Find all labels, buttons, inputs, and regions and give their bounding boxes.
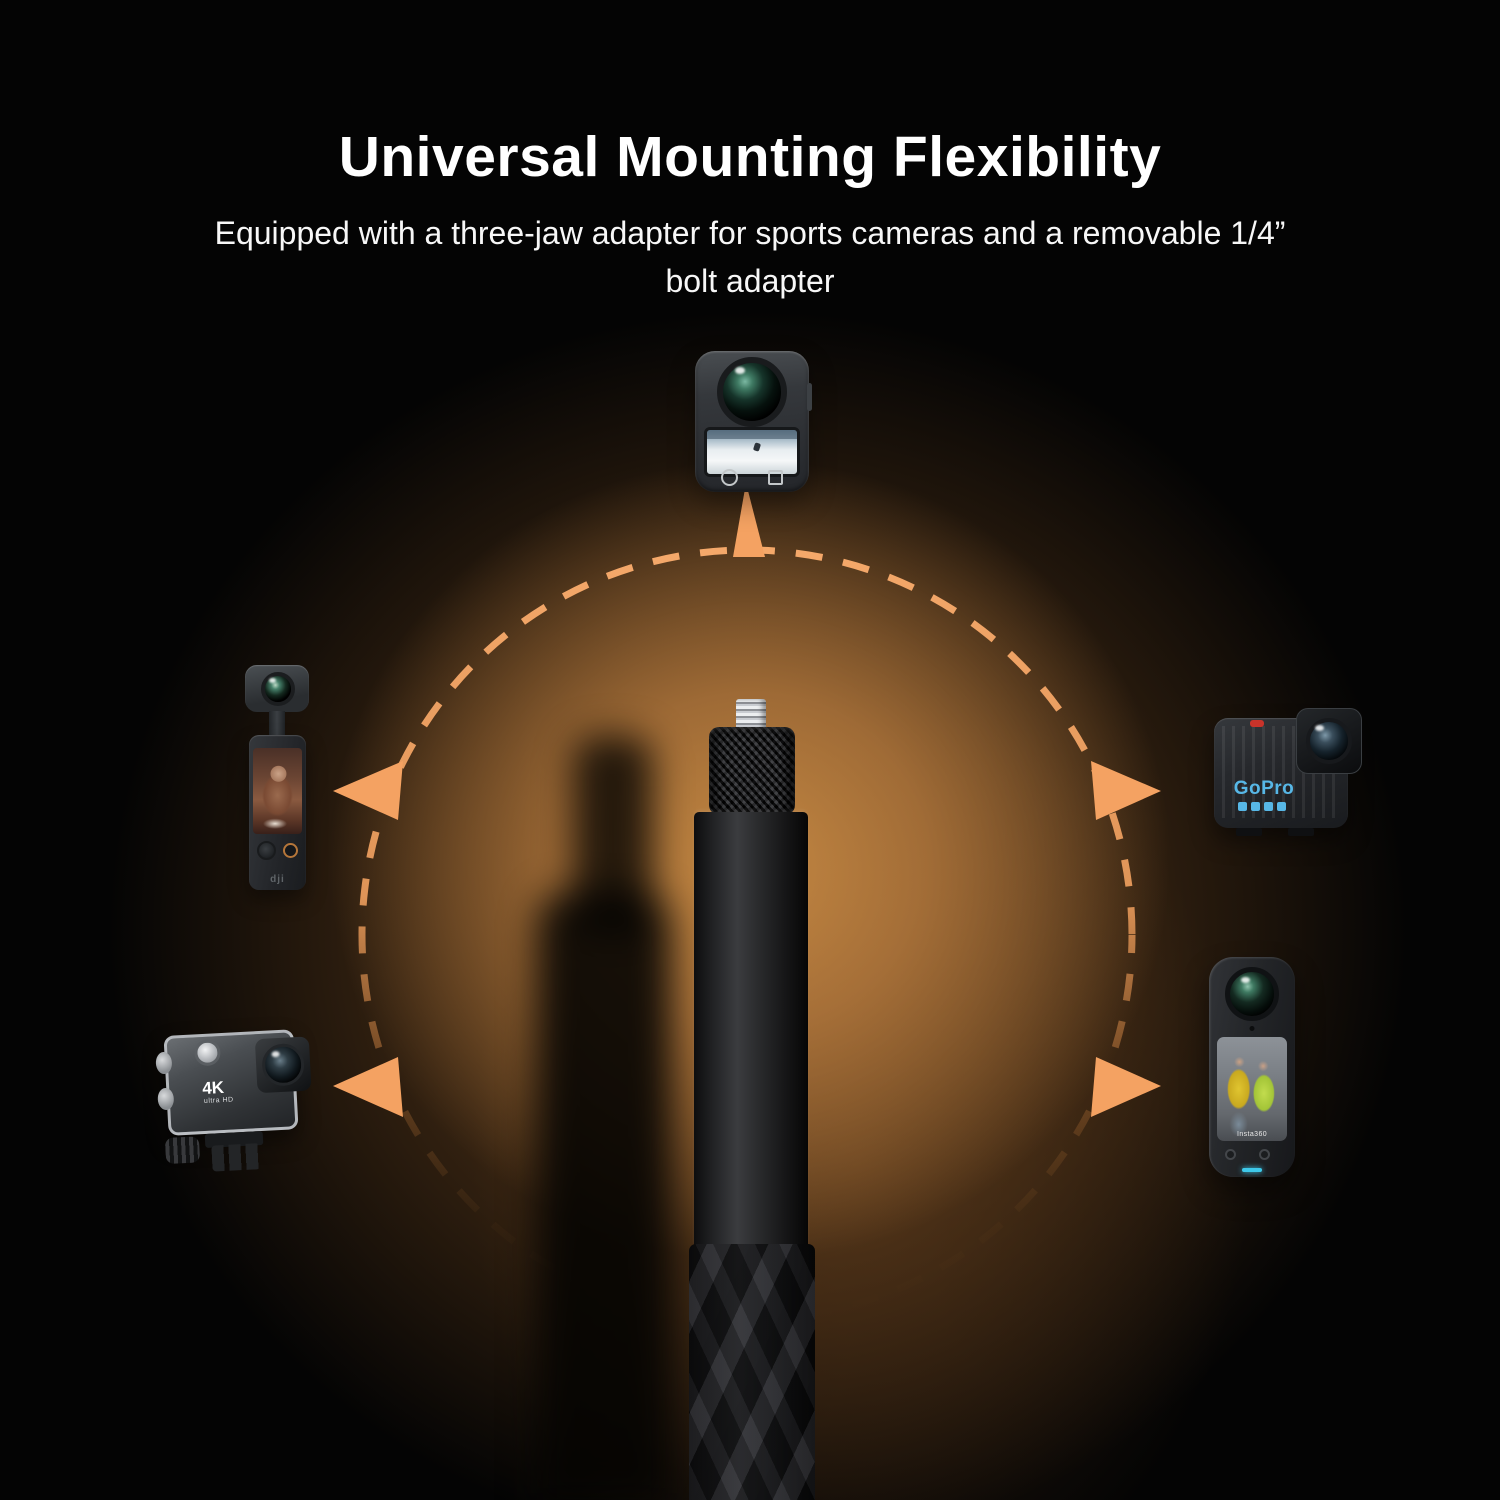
gopro-logo: GoPro [1233,778,1295,799]
page-subtitle: Equipped with a three-jaw adapter for sp… [0,209,1500,305]
arrow-right-upper-icon [1091,761,1161,820]
arrow-left-upper-icon [333,761,403,820]
arrow-right-lower-icon [1091,1057,1161,1117]
camera-action-4k: 4K ultra HD [155,1022,321,1180]
arrow-left-lower-icon [333,1057,403,1117]
subtitle-line-1: Equipped with a three-jaw adapter for sp… [214,215,1286,251]
thumbscrew-icon [164,1136,201,1165]
camera-lens-icon [717,357,787,427]
mic-hole-icon [1249,1026,1255,1031]
mode-button-icon [768,470,783,485]
insta360-logo: Insta360 [1236,1131,1268,1138]
dji-logo: dji [270,874,285,885]
record-button-icon [721,469,738,486]
gimbal-lens-icon [261,672,295,706]
subtitle-line-2: bolt adapter [665,263,835,299]
gopro-logo-squares [1238,802,1286,811]
shutter-accent [1250,720,1264,727]
mount-prongs [211,1143,261,1172]
status-led [1242,1168,1262,1172]
camera-pocket-gimbal: dji [243,665,313,890]
page-title: Universal Mounting Flexibility [338,125,1162,190]
camera-screen [704,427,800,477]
joystick-icon [257,841,276,860]
camera-lens-icon [1225,967,1279,1021]
camera-insta360-x: Insta360 [1209,957,1295,1177]
camera-lens-icon [261,1042,306,1087]
stick-shadow [515,730,695,1500]
arrow-up-icon [733,483,765,557]
quarter-inch-screw [736,699,766,730]
carbon-grip [689,1244,815,1500]
gimbal-screen [253,748,302,834]
dashed-circle [358,546,1136,1324]
resolution-label: 4K [201,1077,225,1099]
camera-gopro: GoPro [1214,708,1364,836]
stick-pole [694,812,808,1246]
mode-button-icon [1259,1149,1270,1160]
camera-360-top [695,351,812,492]
record-button-icon [283,843,298,858]
camera-screen: Insta360 [1217,1037,1287,1141]
knurled-adapter-cap [709,727,795,815]
camera-lens-icon [1306,718,1352,764]
power-button-icon [1225,1149,1236,1160]
